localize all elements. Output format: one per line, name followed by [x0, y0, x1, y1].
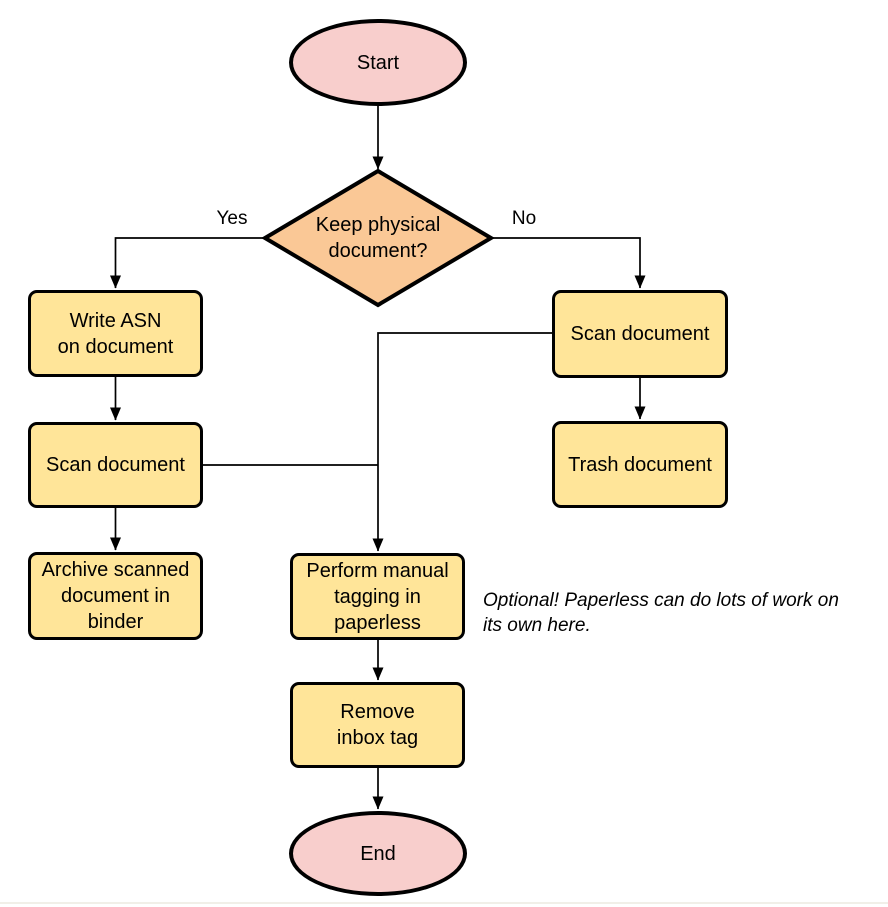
page-bottom-edge	[0, 902, 888, 904]
node-tagging: Perform manual tagging in paperless	[290, 553, 465, 640]
edge-label-yes: Yes	[216, 208, 248, 229]
node-trash: Trash document	[552, 421, 728, 508]
node-decision: Keep physical document?	[265, 171, 491, 305]
edge-decision-write-asn	[110, 237, 265, 289]
edge-label-no: No	[511, 208, 537, 229]
node-start-label: Start	[356, 51, 400, 74]
node-archive-label: Archive scanned	[41, 559, 190, 581]
node-write-asn: Write ASN on document	[28, 290, 203, 377]
node-remove-inbox-label: inbox tag	[336, 727, 419, 749]
node-scan-right: Scan document	[552, 290, 728, 378]
decision-diamond-shape	[261, 168, 495, 308]
annotation-text: Optional! Paperless can do lots of work …	[483, 588, 888, 638]
node-scan-right-label: Scan document	[570, 323, 710, 345]
annotation-line: its own here.	[483, 615, 591, 636]
node-end-label: End	[360, 842, 396, 865]
node-scan-left-label: Scan document	[46, 454, 185, 476]
node-write-asn-label: Write ASN	[69, 309, 162, 332]
node-decision-label: document?	[328, 240, 428, 262]
node-remove-inbox: Remove inbox tag	[290, 682, 465, 768]
node-trash-label: Trash document	[568, 453, 712, 476]
node-end: End	[289, 811, 467, 896]
edge-scan-right-tagging	[372, 332, 552, 552]
edge-decision-scan-right	[491, 237, 646, 289]
node-tagging-label: tagging in	[334, 585, 421, 608]
node-archive-label: document in	[61, 585, 170, 607]
node-tagging-label: paperless	[334, 611, 421, 634]
node-archive: Archive scanned document in binder	[28, 552, 203, 640]
node-tagging-label: Perform manual	[306, 559, 449, 582]
node-start: Start	[289, 19, 467, 106]
node-write-asn-label: on document	[57, 335, 174, 358]
node-archive-label: binder	[87, 611, 144, 633]
node-scan-left: Scan document	[28, 422, 203, 508]
node-decision-label: Keep physical	[315, 214, 441, 236]
annotation-line: Optional! Paperless can do lots of work …	[483, 590, 839, 611]
node-remove-inbox-label: Remove	[340, 701, 415, 723]
